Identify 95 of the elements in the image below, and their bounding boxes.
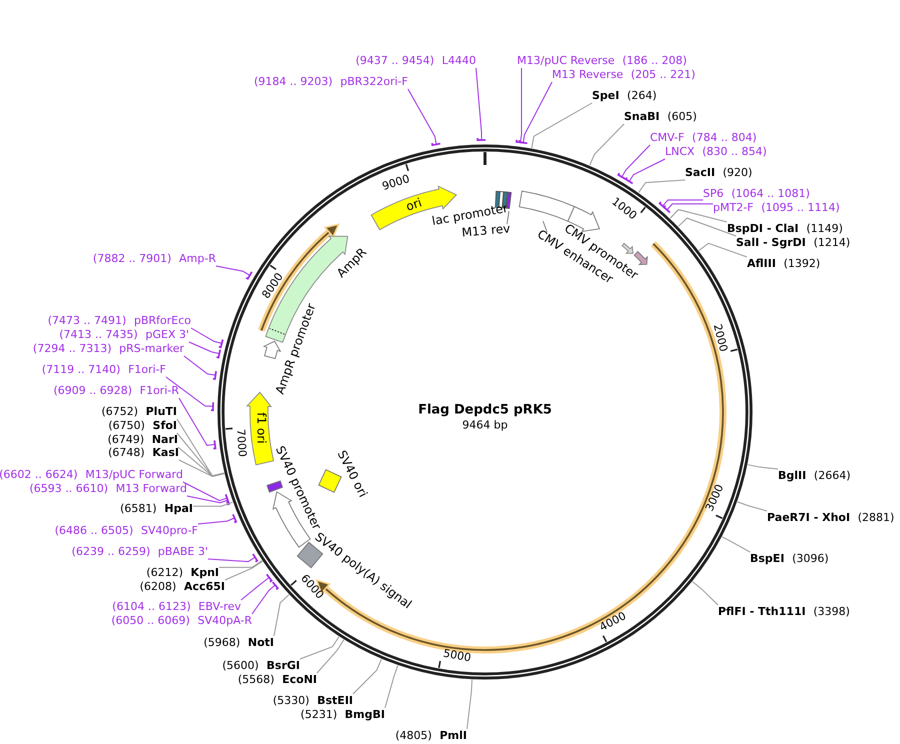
leader-line bbox=[670, 209, 728, 222]
leader-line bbox=[624, 158, 666, 184]
leader-line bbox=[176, 432, 225, 477]
primer-site-label: SP6 (1064 .. 1081) bbox=[703, 187, 810, 201]
restriction-site-label: (6750) SfoI bbox=[108, 419, 177, 433]
primer-site-label: (9184 .. 9203) pBR322ori-F bbox=[254, 75, 408, 89]
leader-line bbox=[274, 594, 290, 636]
primer-site-label: M13/pUC Reverse (186 .. 208) bbox=[517, 54, 687, 68]
leader-line bbox=[384, 664, 398, 708]
restriction-site-label: SnaBI (605) bbox=[624, 110, 697, 124]
restriction-site-label: (5568) EcoNI bbox=[238, 673, 317, 687]
leader-line bbox=[184, 356, 217, 380]
leader-line bbox=[190, 328, 224, 348]
leader-line bbox=[178, 398, 216, 450]
leader-line bbox=[176, 418, 225, 476]
leader-line bbox=[166, 376, 214, 412]
leader-line bbox=[208, 553, 258, 563]
leader-line bbox=[178, 446, 225, 477]
leader-line bbox=[518, 82, 552, 144]
restriction-site-label: (4805) PmlI bbox=[395, 729, 467, 743]
primer-site-label: (6593 .. 6610) M13 Forward bbox=[30, 482, 187, 496]
restriction-site-label: SpeI (264) bbox=[592, 89, 657, 103]
leader-line bbox=[722, 536, 750, 552]
primer-site-label: (7473 .. 7491) pBRforEco bbox=[48, 314, 191, 328]
leader-line bbox=[252, 581, 279, 614]
restriction-site-label: SalI - SgrDI (1214) bbox=[736, 236, 850, 250]
primer-site-label: LNCX (830 .. 854) bbox=[665, 145, 767, 159]
leader-line bbox=[736, 501, 768, 512]
leader-line bbox=[198, 513, 237, 524]
restriction-site-label: (5600) BsrGI bbox=[222, 659, 300, 673]
primer-site-label: (7882 .. 7901) Amp-R bbox=[92, 252, 216, 266]
leader-line bbox=[658, 199, 704, 210]
restriction-site-label: AflIII (1392) bbox=[747, 257, 820, 271]
leader-line bbox=[316, 639, 344, 674]
primer-site-label: (7294 .. 7313) pRS-marker bbox=[32, 342, 184, 356]
restriction-site-label: BspDI - ClaI (1149) bbox=[727, 222, 843, 236]
primer-site-label: (7413 .. 7435) pGEX 3' bbox=[59, 328, 189, 342]
primer-site-label: (6486 .. 6505) SV40pro-F bbox=[54, 524, 198, 538]
leader-line bbox=[216, 266, 253, 280]
leader-line bbox=[678, 218, 736, 236]
primer-site-label: pMT2-F (1095 .. 1114) bbox=[713, 201, 840, 215]
restriction-site-label: (6748) KasI bbox=[108, 446, 179, 460]
scale-tick-label: 7000 bbox=[234, 429, 248, 458]
leader-line bbox=[188, 342, 222, 358]
leader-line bbox=[747, 464, 778, 470]
leader-line bbox=[531, 102, 592, 149]
leader-line bbox=[182, 482, 230, 504]
leader-line bbox=[300, 636, 340, 660]
leader-line bbox=[589, 124, 624, 166]
restriction-site-label: (6208) Acc65I bbox=[140, 580, 225, 594]
primer-site-label: (6050 .. 6069) SV40pA-R bbox=[111, 614, 252, 628]
leader-line bbox=[663, 203, 714, 214]
primer-site-label: (6239 .. 6259) pBABE 3' bbox=[72, 545, 208, 559]
restriction-site-label: (6581) HpaI bbox=[120, 502, 193, 516]
plasmid-size: 9464 bp bbox=[462, 418, 508, 432]
restriction-site-label: (6752) PluTI bbox=[101, 405, 177, 419]
scale-tick-label: 2000 bbox=[710, 322, 729, 353]
leader-line bbox=[224, 560, 263, 580]
primer-site-label: CMV-F (784 .. 804) bbox=[650, 131, 757, 145]
leader-line bbox=[638, 180, 686, 193]
restriction-site-label: (5231) BmgBI bbox=[300, 708, 385, 722]
leader-line bbox=[692, 581, 718, 606]
leader-line bbox=[466, 679, 472, 730]
restriction-site-label: (6212) KpnI bbox=[146, 566, 219, 580]
scale-tick-label: 5000 bbox=[442, 648, 472, 665]
leader-line bbox=[178, 460, 225, 477]
restriction-site-label: PaeR7I - XhoI (2881) bbox=[767, 511, 894, 525]
leader-line bbox=[617, 144, 650, 180]
leader-line bbox=[698, 242, 748, 258]
restriction-site-label: (5968) NotI bbox=[204, 636, 274, 650]
leader-line bbox=[240, 573, 272, 600]
primer-site-label: (6909 .. 6928) F1ori-R bbox=[54, 384, 179, 398]
leader-line bbox=[186, 495, 230, 506]
leader-line bbox=[408, 88, 442, 146]
restriction-site-label: SacII (920) bbox=[685, 166, 752, 180]
restriction-site-label: (5330) BstEII bbox=[272, 694, 353, 708]
leader-line bbox=[192, 502, 234, 507]
restriction-site-label: (6749) NarI bbox=[108, 433, 178, 447]
primer-site-label: (6104 .. 6123) EBV-rev bbox=[112, 600, 241, 614]
plasmid-name: Flag Depdc5 pRK5 bbox=[418, 402, 552, 418]
primer-site-label: (6602 .. 6624) M13/pUC Forward bbox=[0, 468, 183, 482]
restriction-site-label: BspEI (3096) bbox=[750, 552, 829, 566]
scale-tick-label: 4000 bbox=[598, 610, 628, 634]
primer-site-label: (7119 .. 7140) F1ori-F bbox=[42, 363, 166, 377]
primer-site-label: M13 Reverse (205 .. 221) bbox=[552, 68, 696, 82]
scale-tick-label: 3000 bbox=[704, 483, 727, 514]
leader-line bbox=[476, 68, 486, 141]
primer-site-label: (9437 .. 9454) L4440 bbox=[356, 54, 476, 68]
feature-segment bbox=[622, 243, 633, 254]
leader-line bbox=[352, 658, 382, 694]
restriction-site-label: BglII (2664) bbox=[778, 469, 850, 483]
feature-segment: f1 ori bbox=[247, 392, 274, 465]
feature-box: SV40 ori bbox=[318, 448, 370, 500]
restriction-site-label: PflFI - Tth111I (3398) bbox=[718, 605, 850, 619]
leader-line bbox=[218, 560, 263, 568]
